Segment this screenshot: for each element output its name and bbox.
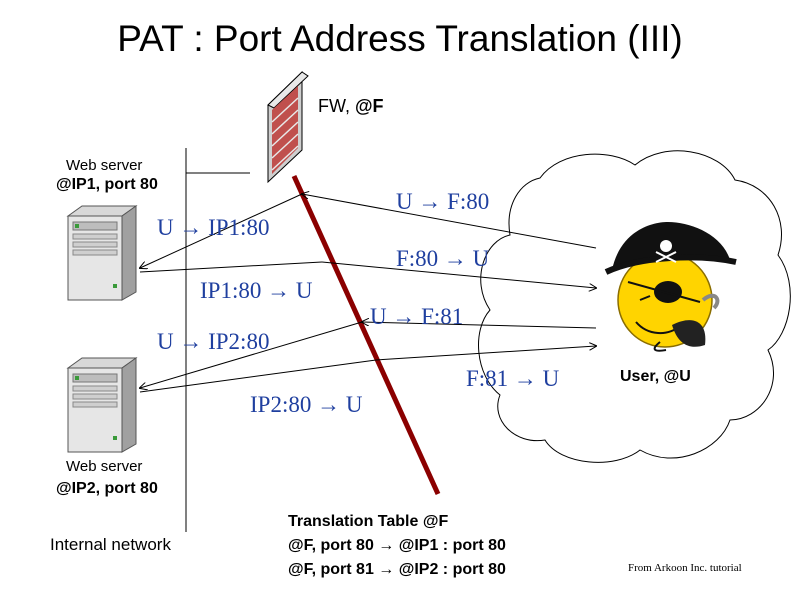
user-label: User, @U: [620, 368, 691, 385]
firewall-label-address: @F: [355, 96, 384, 116]
arrow-u-to-ip1: [140, 193, 303, 268]
translation-table-row: @F, port 80 → @IP1 : port 80: [288, 537, 506, 554]
flow-u-to-f81: U → F:81: [370, 304, 464, 329]
web-server-1-icon: [66, 205, 138, 301]
arrow-f80-to-u: [321, 261, 596, 288]
source-credit: From Arkoon Inc. tutorial: [628, 562, 742, 574]
arrow-u-to-f81: [362, 322, 597, 329]
server-2-caption: Web server: [66, 458, 143, 475]
firewall-icon: [267, 70, 309, 184]
arrow-ip1-response: [139, 261, 323, 273]
arrow-ip2-response: [139, 359, 377, 393]
firewall-label: FW, @F: [318, 96, 384, 117]
flow-u-to-ip2: U → IP2:80: [157, 329, 270, 354]
flow-ip1-to-u: IP1:80 → U: [200, 278, 313, 303]
flow-ip2-to-u: IP2:80 → U: [250, 392, 363, 417]
flow-f81-to-u: F:81 → U: [466, 366, 560, 391]
web-server-2-icon: [66, 357, 138, 453]
flow-u-to-f80: U → F:80: [396, 189, 490, 214]
translation-table-title: Translation Table @F: [288, 513, 449, 530]
arrow-f81-to-u: [375, 346, 596, 361]
translation-table: Translation Table @F @F, port 80 → @IP1 …: [288, 510, 506, 582]
page-title: PAT : Port Address Translation (III): [117, 18, 683, 59]
arrow-u-to-f80: [302, 194, 597, 249]
server-1-caption: Web server: [66, 157, 143, 174]
translation-table-row: @F, port 81 → @IP2 : port 80: [288, 561, 506, 578]
firewall-boundary-line: [291, 174, 441, 496]
pirate-user-icon: [604, 222, 737, 352]
flow-u-to-ip1: U → IP1:80: [157, 215, 270, 240]
internal-network-label: Internal network: [50, 535, 171, 554]
server-2-address: @IP2, port 80: [56, 480, 158, 497]
firewall-label-prefix: FW,: [318, 96, 355, 116]
server-1-address: @IP1, port 80: [56, 176, 158, 193]
arrow-u-to-ip2: [140, 321, 363, 388]
flow-f80-to-u: F:80 → U: [396, 246, 490, 271]
